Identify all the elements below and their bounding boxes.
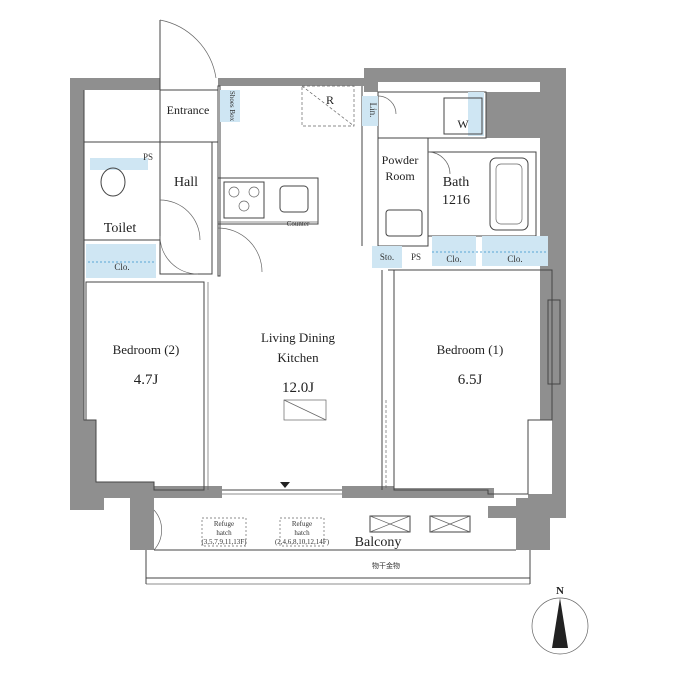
label-balcony: Balcony xyxy=(355,535,402,550)
label-entrance: Entrance xyxy=(167,103,210,117)
doors xyxy=(153,19,451,551)
label-refuge2-floors: (2,4,6,8,10,12,14F) xyxy=(275,538,330,546)
label-closet-mid: Clo. xyxy=(446,254,461,264)
label-refuge1-floors: (3,5,7,9,11,13F) xyxy=(201,538,247,546)
label-closet-right: Clo. xyxy=(507,254,522,264)
refrigerator-box xyxy=(301,85,355,127)
fixtures xyxy=(100,85,561,585)
label-storage: Sto. xyxy=(380,252,394,262)
label-refuge1-l1: Refuge xyxy=(214,520,234,528)
closet-right-fill xyxy=(482,236,548,266)
entry-marker xyxy=(280,482,290,488)
label-ldk-2: Kitchen xyxy=(277,350,319,365)
label-refuge2-l1: Refuge xyxy=(292,520,312,528)
label-bath: Bath xyxy=(443,175,469,190)
north-arrow-icon xyxy=(552,598,568,648)
label-refuge1-l2: hatch xyxy=(216,529,232,537)
label-bedroom1-name: Bedroom (1) xyxy=(437,342,504,357)
north-compass: N xyxy=(531,585,589,655)
toilet-bowl xyxy=(100,167,126,197)
label-washer: W xyxy=(457,117,469,131)
interior-walls xyxy=(83,85,553,495)
toilet-tank-fill xyxy=(90,158,148,170)
label-refuge2-l2: hatch xyxy=(294,529,310,537)
label-hall: Hall xyxy=(174,175,198,190)
room-labels: Entrance Shoes Box R Lin. W PS Hall Toil… xyxy=(104,91,523,570)
label-bath-size: 1216 xyxy=(442,193,470,208)
label-linen: Lin. xyxy=(368,103,378,118)
compass-label: N xyxy=(556,585,564,597)
shoes-box-fill xyxy=(220,90,240,122)
storage-areas xyxy=(86,90,548,278)
label-powder-2: Room xyxy=(385,169,415,183)
label-ps-mid: PS xyxy=(411,252,421,262)
label-shoes-box: Shoes Box xyxy=(228,91,236,122)
storage-fill xyxy=(372,246,402,268)
label-powder-1: Powder xyxy=(382,153,419,167)
label-ldk-size: 12.0J xyxy=(282,380,314,396)
label-bedroom2-name: Bedroom (2) xyxy=(113,342,180,357)
label-ldk-1: Living Dining xyxy=(261,330,336,345)
label-counter: Counter xyxy=(287,220,310,228)
label-bedroom1-size: 6.5J xyxy=(458,372,483,388)
washer-fill xyxy=(468,92,484,136)
outer-walls xyxy=(70,68,566,550)
closet-mid-fill xyxy=(432,236,476,266)
closet-left-fill xyxy=(86,244,156,278)
label-ps-top: PS xyxy=(143,152,153,162)
label-refrigerator: R xyxy=(326,93,334,107)
label-drying: 物干金物 xyxy=(372,561,400,570)
label-bedroom2-size: 4.7J xyxy=(134,372,159,388)
label-toilet: Toilet xyxy=(104,221,137,236)
linen-fill xyxy=(362,96,378,126)
label-closet-left: Clo. xyxy=(114,262,129,272)
